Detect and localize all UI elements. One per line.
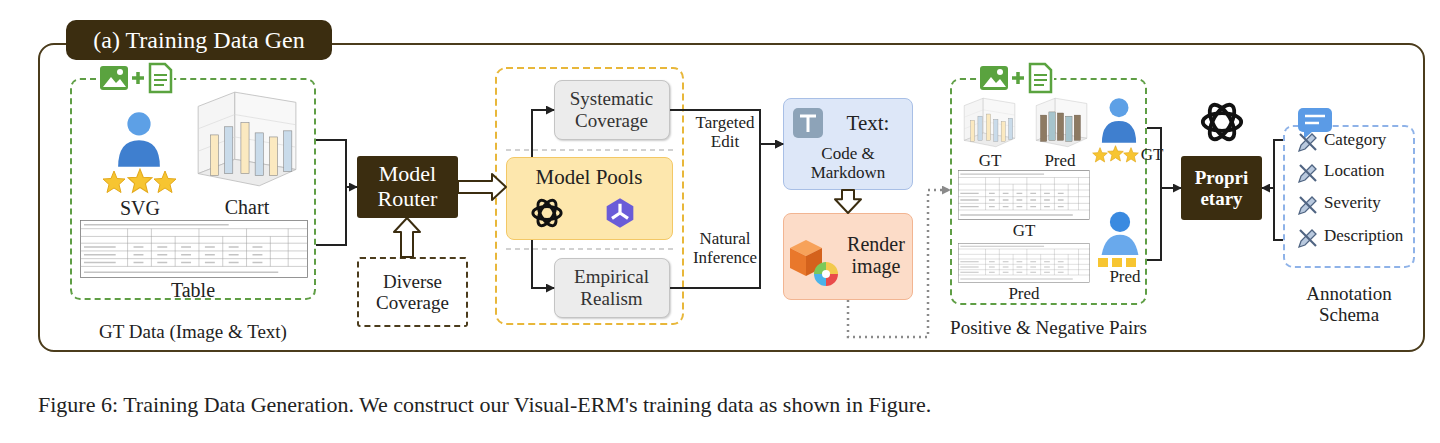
rating-square bbox=[1098, 258, 1108, 267]
node-heading: Diverse Coverage bbox=[357, 257, 468, 327]
hollow-arrow bbox=[458, 174, 506, 200]
rating-square bbox=[1112, 258, 1122, 267]
hollow-arrow bbox=[835, 190, 861, 213]
star-icon bbox=[103, 171, 125, 193]
table-thumbnail bbox=[80, 220, 308, 277]
connector-line bbox=[670, 144, 783, 288]
schema-item: Location bbox=[1324, 162, 1384, 181]
thumbnail-label: Table bbox=[133, 279, 253, 301]
qwen-logo bbox=[607, 198, 634, 227]
star-icon bbox=[154, 171, 176, 193]
chat-icon bbox=[1298, 108, 1332, 139]
chat-bubble bbox=[1298, 108, 1332, 132]
star-icon bbox=[1108, 146, 1124, 161]
table-thumbnail bbox=[958, 243, 1090, 282]
strategy-box: Systematic Coverage bbox=[554, 80, 670, 140]
connector-line bbox=[670, 110, 783, 144]
model-pool-band: Model Pools bbox=[506, 157, 673, 240]
text-icon bbox=[793, 108, 823, 138]
router-box: Model Router bbox=[357, 156, 458, 218]
node-heading: Positive & Negative Pairs bbox=[940, 314, 1157, 342]
outer-frame: (a) Training Data GenGT Data (Image & Te… bbox=[38, 43, 1425, 352]
node-heading: Propri etary bbox=[1181, 156, 1262, 220]
node-heading: Systematic Coverage bbox=[555, 81, 668, 138]
connector-line bbox=[532, 240, 554, 288]
thumbnail-label: GT bbox=[964, 222, 1084, 241]
node-heading: Annotation Schema bbox=[1289, 279, 1409, 329]
person-icon bbox=[1102, 212, 1139, 255]
node-heading: (a) Training Data Gen bbox=[66, 20, 332, 60]
connector-line bbox=[1147, 128, 1181, 260]
person-icon bbox=[118, 112, 160, 167]
thumbnail-label: Pred bbox=[964, 285, 1084, 304]
connector-line bbox=[316, 140, 357, 245]
dotted-connector bbox=[848, 190, 950, 337]
thumbnail-label: GT bbox=[930, 152, 1050, 171]
person-icon bbox=[1102, 98, 1136, 143]
chart-thumbnail bbox=[1036, 98, 1087, 147]
text-icon-glyph bbox=[800, 116, 816, 132]
node-heading: Model Pools bbox=[507, 164, 671, 192]
node-heading: GT Data (Image & Text) bbox=[60, 318, 326, 346]
node-heading: Model Router bbox=[357, 156, 458, 218]
pencil-icon bbox=[1299, 230, 1316, 247]
connector-line bbox=[532, 110, 554, 157]
star-icon bbox=[1124, 148, 1139, 162]
node-heading: Empirical Realism bbox=[555, 259, 668, 316]
node-body: Code & Markdown bbox=[787, 141, 909, 185]
schema-item: Category bbox=[1324, 131, 1386, 150]
star-icon bbox=[1093, 148, 1108, 162]
wheel-center bbox=[822, 270, 830, 278]
schema-item: Description bbox=[1324, 227, 1403, 246]
image-doc-icon bbox=[978, 62, 1054, 94]
star-icon bbox=[128, 169, 152, 192]
annotator-box: Propri etary bbox=[1181, 156, 1262, 220]
chart-thumbnail bbox=[198, 92, 296, 186]
figure-caption: Figure 6: Training Data Generation. We c… bbox=[38, 392, 931, 418]
pencil-icon bbox=[1299, 134, 1316, 151]
group-divider bbox=[506, 150, 673, 249]
edge-label: Targeted Edit bbox=[690, 113, 760, 151]
cube-left bbox=[790, 248, 806, 276]
node-heading: Render image bbox=[842, 222, 910, 288]
openai-logo bbox=[1203, 101, 1241, 143]
pencil-icon bbox=[1299, 165, 1316, 182]
chart-thumbnail bbox=[964, 98, 1015, 147]
chat-lines bbox=[1305, 116, 1325, 123]
rating-square bbox=[1126, 258, 1136, 267]
hollow-arrow bbox=[394, 218, 420, 257]
table-thumbnail bbox=[958, 170, 1090, 219]
render-icon bbox=[790, 240, 838, 286]
edge-label: Natural Inference bbox=[688, 229, 762, 267]
openai-logo bbox=[533, 197, 561, 228]
strategy-box: Empirical Realism bbox=[554, 258, 670, 318]
thumbnail-label: Chart bbox=[187, 196, 307, 218]
pencil-icon bbox=[1299, 197, 1316, 214]
thumbnail-label: SVG bbox=[80, 197, 200, 219]
coverage-box: Diverse Coverage bbox=[357, 257, 468, 327]
connector-line bbox=[1262, 140, 1283, 240]
schema-item: Severity bbox=[1324, 194, 1381, 213]
model-group-frame bbox=[496, 68, 683, 324]
node-heading: Text: bbox=[826, 109, 910, 139]
image-doc-icon bbox=[98, 62, 174, 94]
